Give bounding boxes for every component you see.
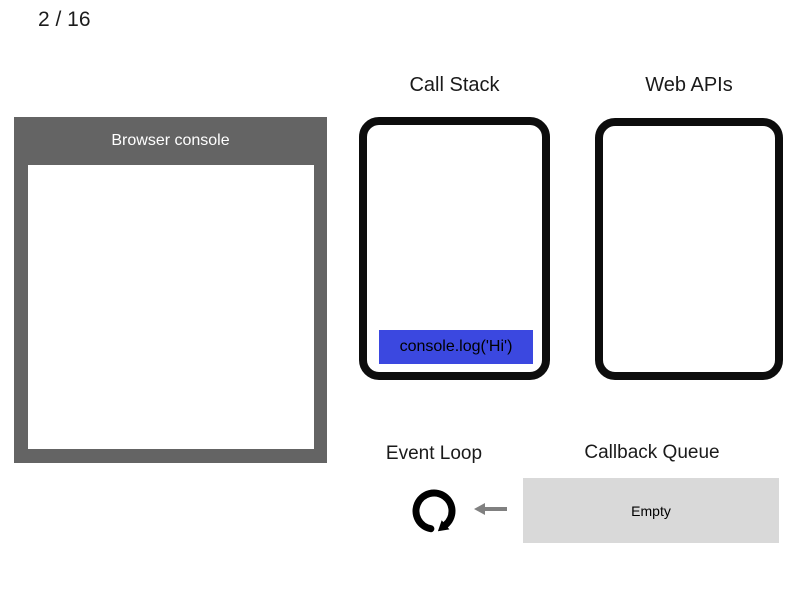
web-apis-title: Web APIs: [645, 74, 733, 96]
browser-console-panel: Browser console: [14, 117, 327, 463]
web-apis-box: [595, 118, 783, 380]
browser-console-output-area: [28, 165, 314, 449]
step-counter: 2 / 16: [38, 8, 91, 31]
call-stack-title: Call Stack: [409, 74, 500, 96]
event-loop-title: Event Loop: [385, 443, 483, 464]
left-arrow-icon: [474, 503, 507, 515]
call-stack-box: console.log('Hi'): [359, 117, 550, 380]
call-stack-frame: console.log('Hi'): [379, 330, 533, 364]
callback-queue-title: Callback Queue: [584, 442, 720, 463]
browser-console-title: Browser console: [111, 132, 230, 149]
callback-queue-box: Empty: [523, 478, 779, 543]
clockwise-loop-arrow-icon: [412, 489, 456, 533]
